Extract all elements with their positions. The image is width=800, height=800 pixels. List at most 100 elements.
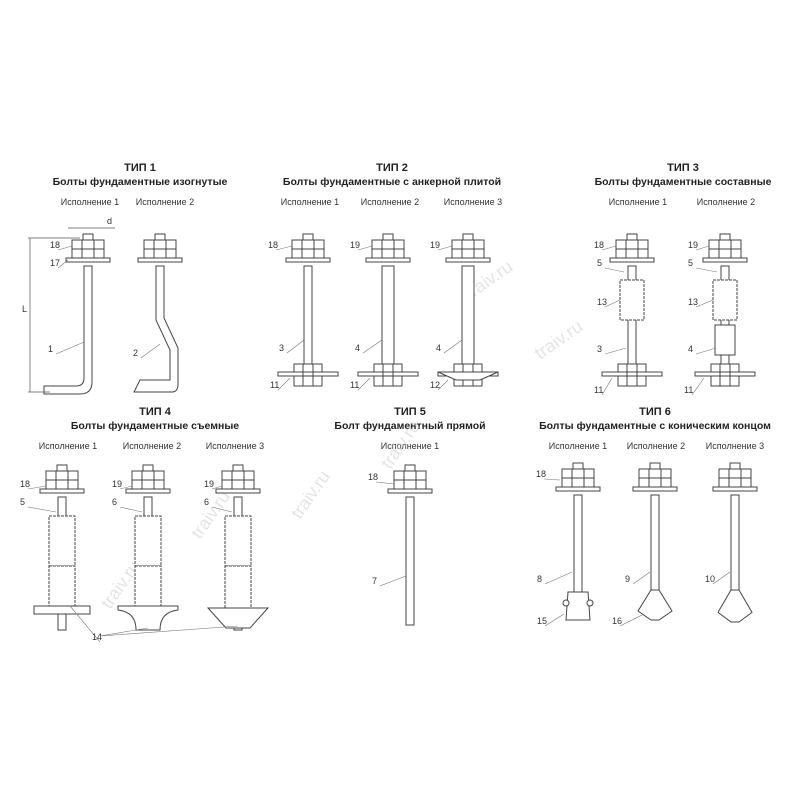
- callout-number: 5: [20, 497, 25, 507]
- callout-number: 19: [204, 479, 214, 489]
- callout-leader: [140, 343, 161, 359]
- washer: [712, 486, 758, 492]
- callout-leader: [119, 485, 133, 490]
- type-3-execution-1: Исполнение 1: [608, 197, 668, 207]
- callout-leader: [619, 613, 645, 627]
- type-1-title: Болты фундаментные изогнутые: [52, 176, 228, 188]
- sleeve: [224, 515, 252, 567]
- bolt-shaft: [461, 265, 475, 373]
- type-5-label: ТИП 5: [394, 406, 426, 418]
- callout-leader: [604, 347, 627, 355]
- type-3-title: Болты фундаментные составные: [594, 176, 772, 188]
- callout-leader: [286, 339, 305, 354]
- callout-leader: [443, 339, 463, 354]
- callout-leader: [99, 627, 149, 637]
- callout-number: 16: [612, 616, 622, 626]
- callout-leader: [437, 245, 453, 251]
- type-5-execution-1: Исполнение 1: [380, 441, 440, 451]
- callout-number: 19: [350, 240, 360, 250]
- callout-leader: [375, 481, 395, 485]
- callout-leader: [544, 571, 573, 585]
- callout-leader: [604, 267, 625, 273]
- callout-leader: [712, 571, 731, 585]
- callout-number: 6: [204, 497, 209, 507]
- expanding-end: [565, 591, 591, 621]
- sleeve: [712, 279, 738, 321]
- callout-number: 6: [112, 497, 117, 507]
- callout-leader: [604, 299, 621, 308]
- callout-leader: [211, 485, 223, 490]
- washer: [39, 488, 85, 494]
- cone-end: [637, 589, 673, 621]
- callout-leader: [99, 625, 239, 637]
- callout-leader: [437, 379, 449, 391]
- type-4-title: Болты фундаментные съемные: [70, 420, 240, 432]
- callout-number: 2: [133, 348, 138, 358]
- washer: [215, 488, 261, 494]
- callout-number: 18: [594, 240, 604, 250]
- callout-leader: [695, 267, 718, 273]
- callout-leader: [55, 341, 85, 355]
- type-6-title: Болты фундаментные с коническим концом: [539, 420, 771, 432]
- washer: [365, 257, 411, 263]
- expanding-segment: [562, 599, 570, 607]
- coupling: [714, 324, 736, 356]
- callout-leader: [27, 506, 57, 513]
- type-5-title: Болт фундаментный прямой: [334, 420, 486, 432]
- watermarks: traiv.ru traiv.ru traiv.ru traiv.ru trai…: [97, 256, 586, 612]
- type-4-execution-2: Исполнение 2: [122, 441, 182, 451]
- washer: [555, 486, 601, 492]
- watermark: traiv.ru: [287, 467, 334, 522]
- callout-number: 5: [597, 258, 602, 268]
- callout-number: 11: [684, 385, 693, 395]
- callout-leader: [362, 339, 383, 354]
- watermark: traiv.ru: [377, 417, 424, 472]
- callout-leader: [543, 478, 561, 481]
- callout-number: 5: [688, 258, 693, 268]
- callout-leader: [379, 575, 407, 587]
- type-6-execution-2: Исполнение 2: [626, 441, 686, 451]
- type-2-execution-2: Исполнение 2: [360, 197, 420, 207]
- callout-leader: [211, 506, 233, 513]
- type-2-execution-3: Исполнение 3: [443, 197, 503, 207]
- callout-leader: [357, 245, 373, 251]
- sleeve: [48, 565, 76, 612]
- callout-number: 8: [537, 574, 542, 584]
- type-2-label: ТИП 2: [376, 162, 408, 174]
- callout-leader: [695, 347, 717, 355]
- length-label: L: [22, 304, 27, 314]
- sleeve: [134, 565, 162, 612]
- anchor-plate: [601, 371, 663, 377]
- anchor-plate: [694, 371, 756, 377]
- bolt-shaft: [405, 496, 415, 626]
- anchor-plate-curved: [117, 605, 179, 631]
- bent-bolt: [43, 265, 93, 395]
- expanding-segment: [586, 599, 594, 607]
- bolt-shaft: [381, 265, 395, 373]
- type-3-label: ТИП 3: [667, 162, 699, 174]
- callout-leader: [601, 377, 613, 396]
- anchor-plate: [33, 605, 91, 615]
- callout-number: 15: [537, 616, 547, 626]
- callout-leader: [57, 245, 73, 251]
- type-1-execution-2: Исполнение 2: [135, 197, 195, 207]
- callout-number: 18: [50, 240, 60, 250]
- callout-number: 12: [430, 380, 440, 390]
- callout-leader: [601, 245, 617, 251]
- sleeve: [134, 515, 162, 567]
- washer: [387, 488, 433, 494]
- callout-number: 4: [436, 343, 441, 353]
- washer: [445, 257, 491, 263]
- callout-leader: [119, 506, 143, 513]
- callout-number: 11: [350, 380, 359, 390]
- callout-number: 14: [92, 632, 102, 642]
- callout-leader: [357, 377, 371, 391]
- callout-number: 18: [20, 479, 30, 489]
- callout-number: 11: [270, 380, 279, 390]
- type-3-execution-2: Исполнение 2: [696, 197, 756, 207]
- callout-number: 7: [372, 576, 377, 586]
- type-6-execution-1: Исполнение 1: [548, 441, 608, 451]
- type-4-execution-1: Исполнение 1: [38, 441, 98, 451]
- bolt-shaft: [730, 494, 740, 596]
- callout-leader: [57, 259, 69, 269]
